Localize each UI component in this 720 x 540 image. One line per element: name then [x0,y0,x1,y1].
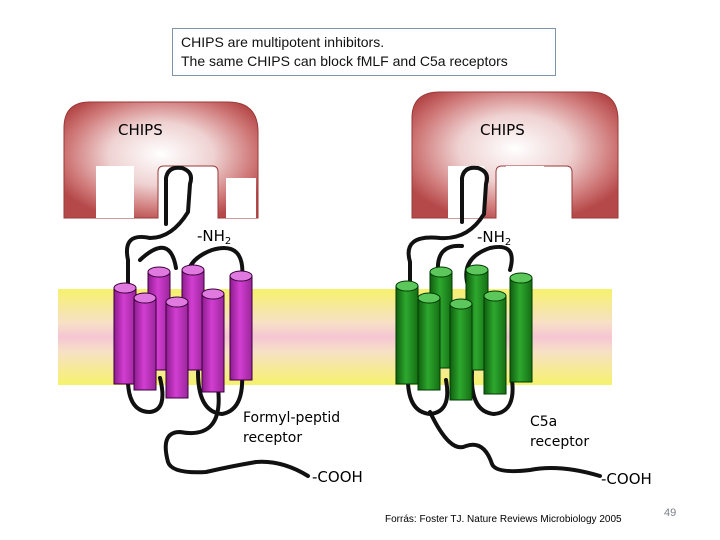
nh2-subscript-left: 2 [224,236,232,247]
receptor-left-name-line2: receptor [243,430,303,446]
nh2-prefix-left: -NH [197,227,225,245]
receptor-right-name-line1: C5a [530,414,558,430]
chips-notch-right [226,178,256,218]
receptor-right-name-line2: receptor [530,434,590,450]
cooh-label-left: -COOH [312,468,363,486]
receptor-left-name-line1: Formyl-peptid [243,410,341,426]
nh2-subscript-right: 2 [504,237,512,248]
chips-label-left: CHIPS [118,121,163,139]
receptor-chain-left [125,165,310,478]
slide-number: 49 [664,507,677,519]
nh2-prefix-right: -NH [477,228,505,246]
chips-notch-left-r [448,166,484,218]
chips-protein-right [411,91,619,219]
chips-label-right: CHIPS [480,121,525,139]
chips-protein-left [63,101,259,219]
chips-notch-left [96,166,134,218]
nh2-label-right: -NH2 [477,228,511,248]
chips-notch-right-r [506,166,544,218]
receptor-label-left: Formyl-peptid receptor [243,408,340,448]
caption-line-2: The same CHIPS can block fMLF and C5a re… [181,53,508,69]
receptor-left-helices [113,264,253,399]
nh2-label-left: -NH2 [197,227,231,247]
receptor-chain-right [405,165,602,478]
caption-box: CHIPS are multipotent inhibitors. The sa… [172,28,556,76]
cooh-label-right: -COOH [601,470,652,488]
receptor-label-right: C5a receptor [530,412,589,452]
caption-line-1: CHIPS are multipotent inhibitors. [181,34,385,50]
receptor-right-helices [395,264,533,401]
source-citation: Forrás: Foster TJ. Nature Reviews Microb… [385,514,622,525]
